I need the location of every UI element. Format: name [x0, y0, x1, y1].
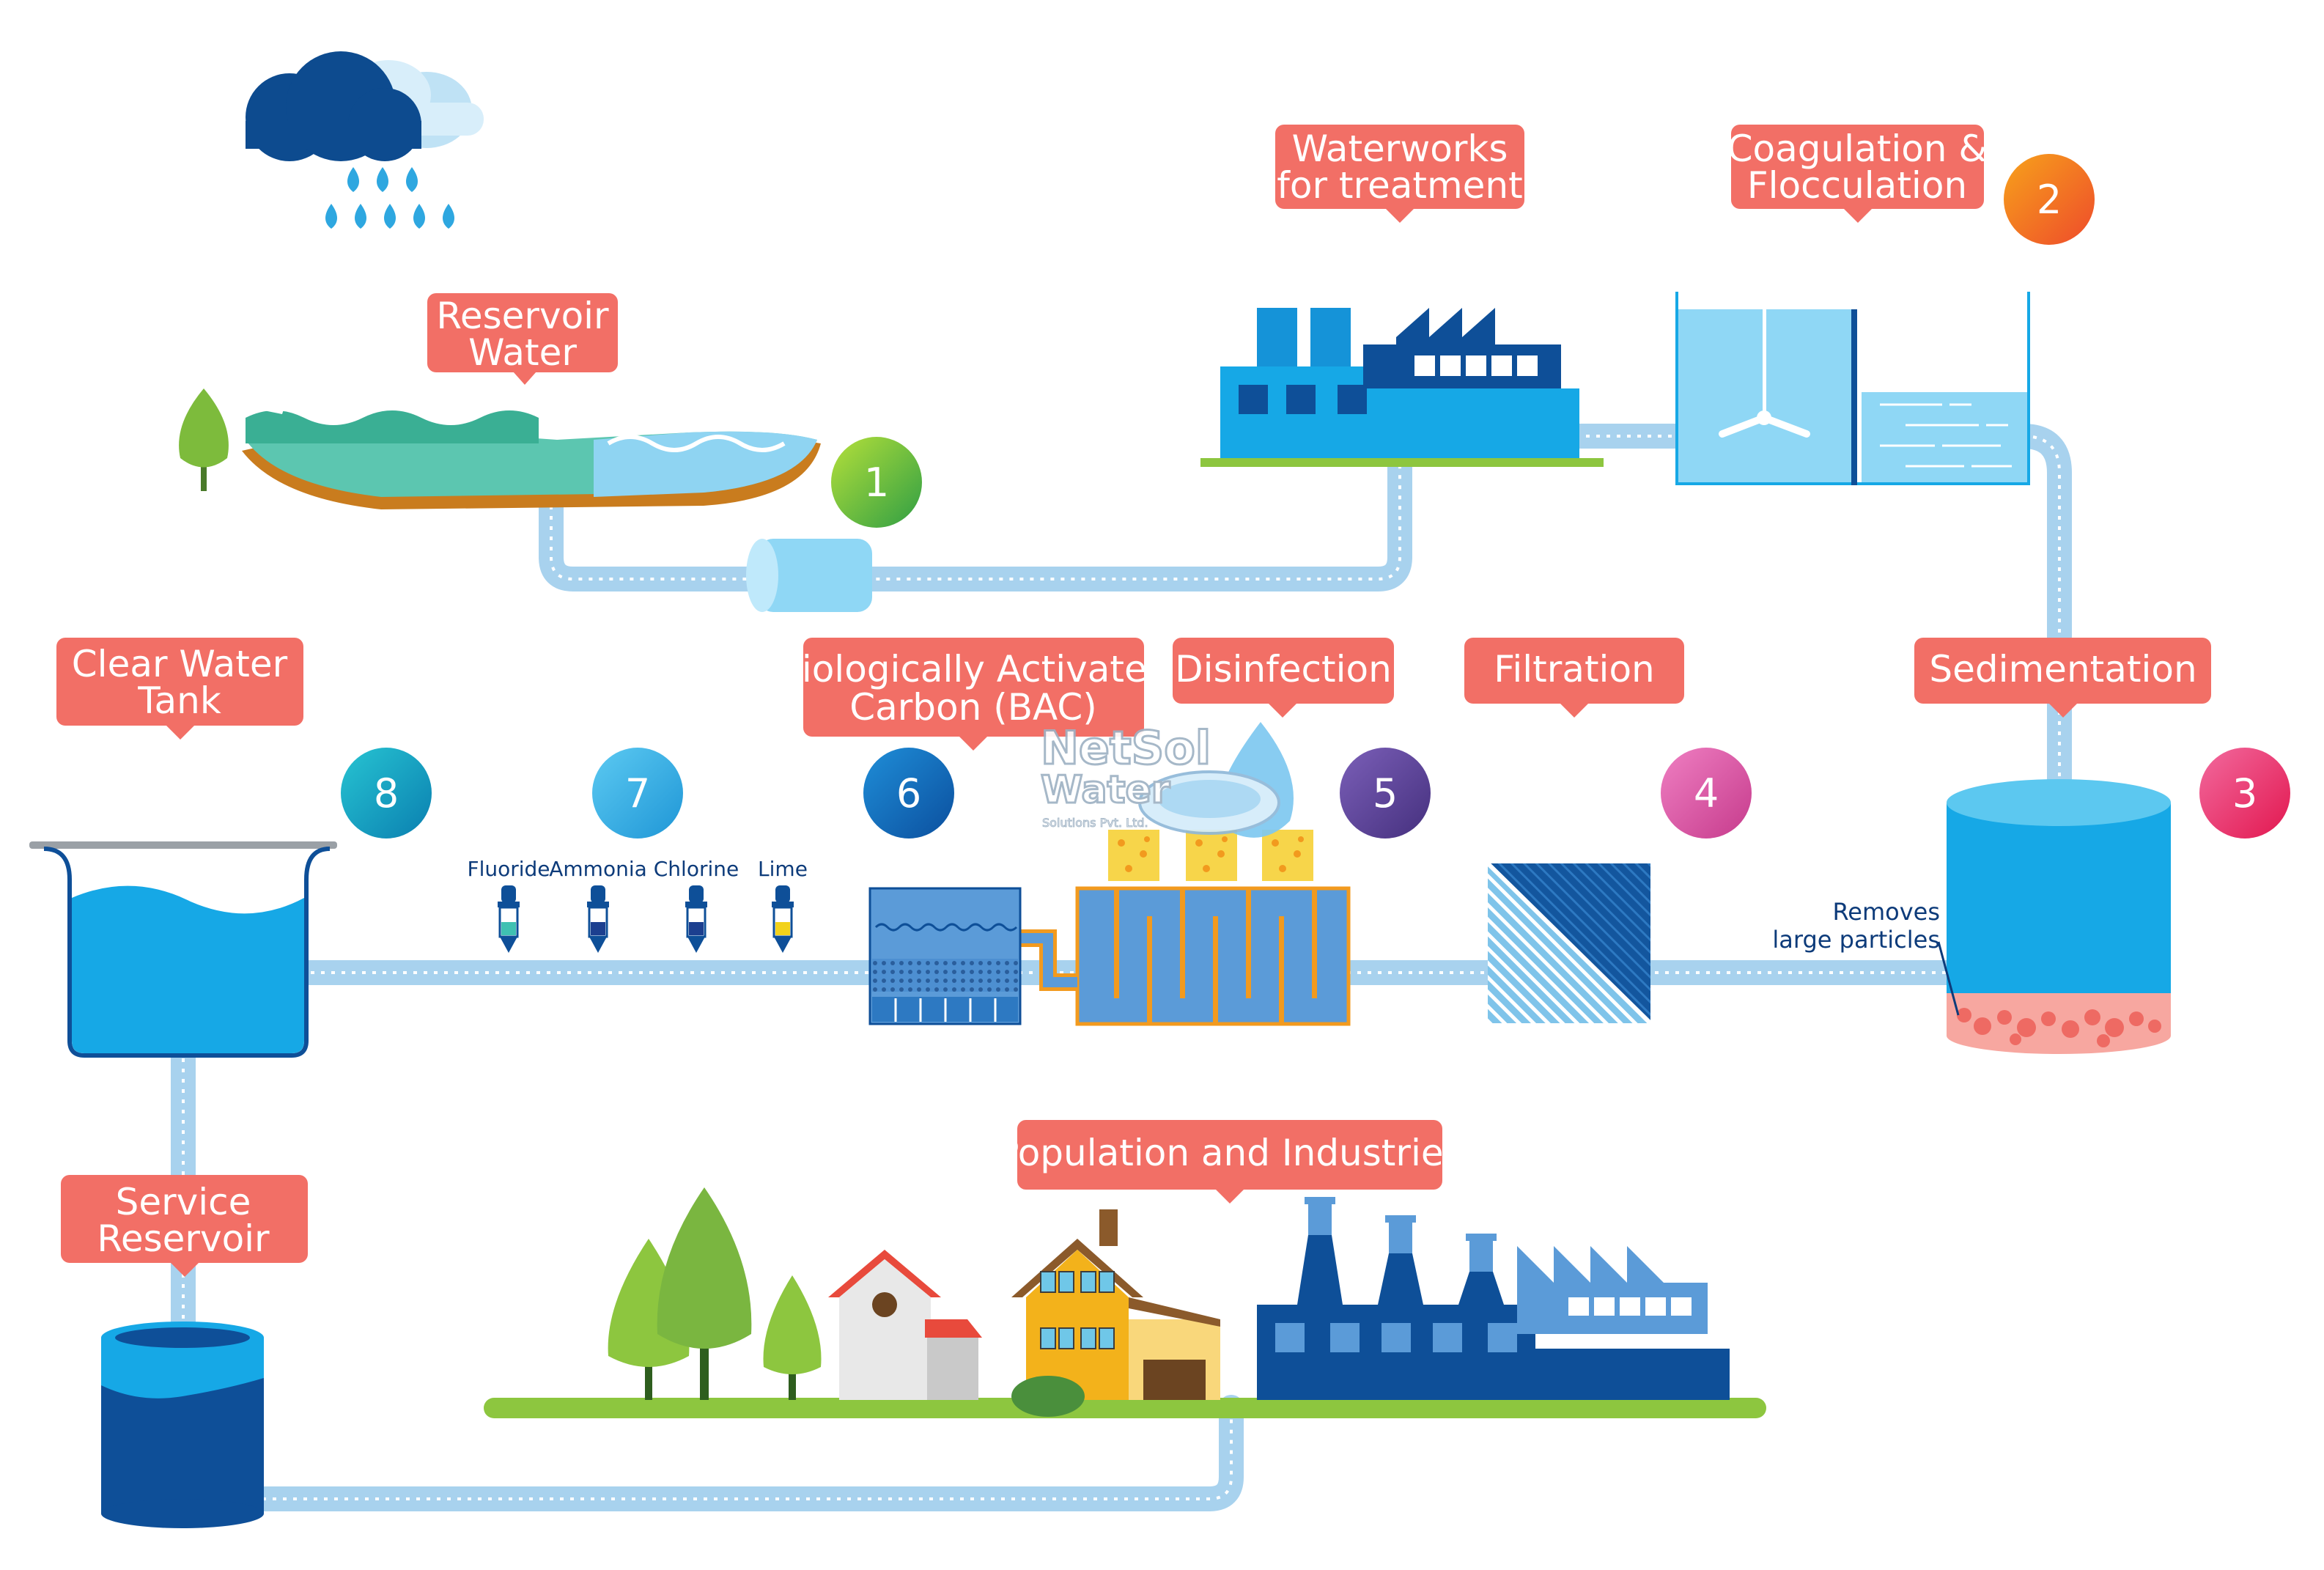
step-markers: 1 2 3 4 5 6 7 8	[341, 154, 2290, 839]
svg-text:Water: Water	[468, 331, 577, 374]
label-service-reservoir: Service Reservoir	[61, 1175, 308, 1277]
house-icon	[1011, 1209, 1220, 1417]
svg-text:Service: Service	[116, 1181, 251, 1223]
svg-text:3: 3	[2232, 770, 2257, 817]
svg-text:Reservoir: Reservoir	[436, 295, 609, 337]
svg-text:Flocculation: Flocculation	[1747, 164, 1967, 207]
svg-text:Clear Water: Clear Water	[72, 643, 288, 685]
label-reservoir-water: Reservoir Water	[427, 293, 618, 385]
svg-text:Reservoir: Reservoir	[97, 1217, 270, 1260]
chemical-label: Ammonia	[549, 857, 647, 881]
step-4-badge: 4	[1661, 748, 1752, 839]
step-1-badge: 1	[831, 437, 922, 528]
label-coagulation: Coagulation & Flocculation	[1727, 125, 1988, 223]
rain-cloud-icon	[246, 51, 484, 229]
watermark-logo: NetSol Water Solutions Pvt. Ltd.	[1040, 720, 1294, 838]
svg-text:7: 7	[625, 770, 650, 817]
svg-text:5: 5	[1373, 770, 1398, 817]
label-waterworks: Waterworks for treatment	[1275, 125, 1524, 223]
step-7-badge: 7	[592, 748, 683, 839]
svg-text:2: 2	[2037, 177, 2062, 223]
house-icon	[828, 1250, 982, 1400]
label-clear-water-tank: Clear Water Tank	[56, 638, 303, 740]
svg-text:Biologically Activated: Biologically Activated	[777, 648, 1170, 690]
label-callouts: Reservoir Water Waterworks for treatment…	[56, 125, 2211, 1277]
tree-icon	[179, 388, 229, 491]
filtration-icon	[1486, 861, 1653, 1025]
coagulation-tank	[1675, 292, 2030, 485]
sedimentation-tank	[1937, 779, 2171, 1054]
step-8-badge: 8	[341, 748, 432, 839]
label-disinfection: Disinfection	[1173, 638, 1394, 718]
svg-text:Water: Water	[1041, 768, 1170, 812]
factory-icon	[1257, 1197, 1730, 1400]
step-3-badge: 3	[2199, 748, 2290, 839]
svg-text:8: 8	[374, 770, 399, 817]
svg-text:Coagulation &: Coagulation &	[1727, 128, 1988, 170]
tree-icon	[608, 1187, 822, 1400]
svg-text:Carbon (BAC): Carbon (BAC)	[849, 686, 1097, 729]
svg-text:Disinfection: Disinfection	[1175, 648, 1392, 690]
label-bac: Biologically Activated Carbon (BAC)	[777, 638, 1170, 751]
bac-filter	[868, 887, 1022, 1025]
svg-text:6: 6	[896, 770, 921, 817]
dropper-1: Fluoride	[467, 857, 550, 953]
dropper-4: Lime	[758, 857, 808, 953]
svg-text:1: 1	[864, 460, 889, 506]
service-reservoir-tank	[101, 1322, 264, 1528]
svg-text:Removes: Removes	[1832, 898, 1940, 926]
dropper-2: Ammonia	[549, 857, 647, 953]
chemical-label: Chlorine	[654, 857, 739, 881]
svg-text:Population and Industries: Population and Industries	[997, 1132, 1462, 1174]
step-6-badge: 6	[863, 748, 954, 839]
svg-text:for treatment: for treatment	[1277, 164, 1522, 207]
town-scene	[484, 1187, 1766, 1418]
label-sedimentation: Sedimentation	[1914, 638, 2211, 718]
step-2-badge: 2	[2004, 154, 2095, 245]
svg-text:large particles: large particles	[1772, 926, 1940, 954]
svg-text:Filtration: Filtration	[1494, 648, 1654, 690]
chemical-label: Lime	[758, 857, 808, 881]
svg-text:NetSol: NetSol	[1041, 721, 1211, 775]
step-5-badge: 5	[1340, 748, 1431, 839]
disinfection-unit	[1019, 830, 1351, 1026]
svg-text:Sedimentation: Sedimentation	[1929, 648, 2196, 690]
factory-icon	[1200, 308, 1604, 467]
label-population: Population and Industries	[997, 1120, 1463, 1204]
sediment-note: Removes large particles	[1772, 898, 1940, 954]
dropper-3: Chlorine	[654, 857, 739, 953]
svg-text:Waterworks: Waterworks	[1292, 128, 1508, 170]
svg-text:4: 4	[1694, 770, 1719, 817]
chemical-label: Fluoride	[467, 857, 550, 881]
svg-text:Solutions Pvt. Ltd.: Solutions Pvt. Ltd.	[1042, 816, 1148, 830]
label-filtration: Filtration	[1464, 638, 1684, 718]
pump-icon	[746, 539, 872, 612]
svg-text:Tank: Tank	[137, 679, 221, 722]
reservoir-lake	[242, 396, 821, 509]
tank-icon	[29, 841, 337, 1058]
